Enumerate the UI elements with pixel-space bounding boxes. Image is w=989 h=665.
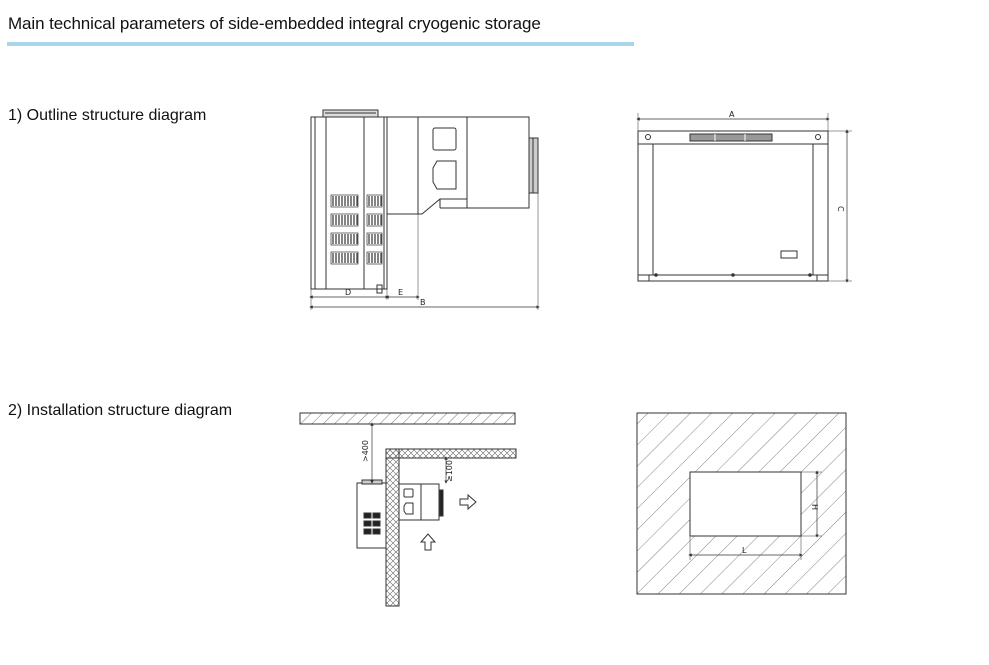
dim-b-label: B	[420, 298, 426, 307]
installation-side-view	[299, 412, 517, 607]
page-title: Main technical parameters of side-embedd…	[8, 14, 541, 33]
dim-d-label: D	[345, 288, 351, 297]
section-installation-heading: 2) Installation structure diagram	[8, 402, 233, 419]
outline-side-view	[309, 109, 540, 310]
section-outline-heading: 1) Outline structure diagram	[8, 107, 207, 124]
dim-h-label: H	[810, 504, 819, 510]
title-underline	[7, 42, 634, 46]
dim-l-label: L	[742, 546, 747, 555]
installation-wall-opening	[636, 412, 847, 595]
clearance-side-label: ≥100	[445, 460, 454, 482]
outline-front-view	[636, 113, 852, 283]
dim-a-label: A	[729, 110, 735, 119]
clearance-top-label: >400	[361, 440, 370, 462]
dim-e-label: E	[398, 288, 403, 297]
dim-c-label: C	[836, 206, 845, 212]
